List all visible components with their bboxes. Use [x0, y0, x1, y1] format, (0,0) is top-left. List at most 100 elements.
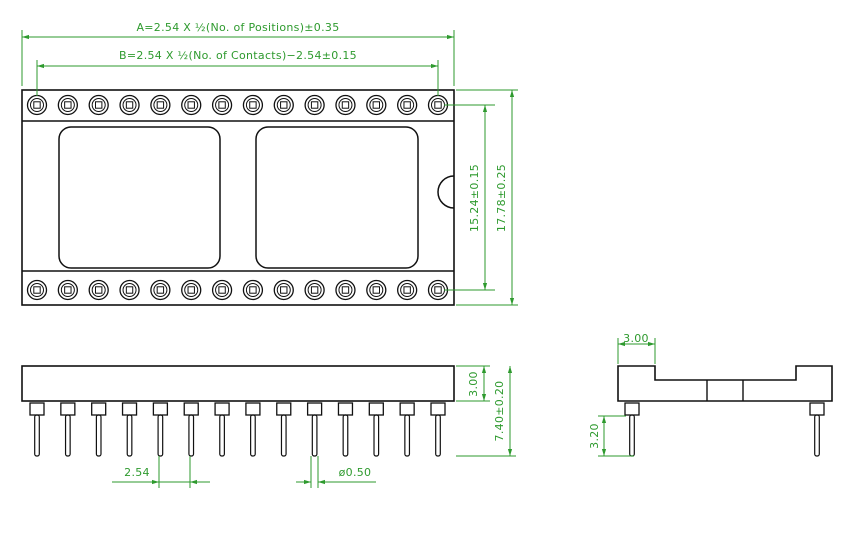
bottom-contact — [273, 279, 294, 301]
dimension-a: A=2.54 X ½(No. of Positions)±0.35 — [21, 21, 455, 86]
bottom-contact — [335, 279, 356, 301]
contact-outer-ring — [211, 94, 233, 116]
contact-square — [33, 101, 41, 109]
side-pin-row — [29, 402, 446, 457]
top-pin-row — [26, 94, 449, 116]
contact-square — [125, 286, 134, 294]
contact-square — [64, 101, 72, 109]
pin-tail — [311, 414, 318, 457]
contact-outer-ring — [366, 279, 387, 301]
bottom-contact — [397, 279, 418, 301]
contact-outer-ring — [335, 279, 356, 301]
contact-inner-ring — [91, 98, 106, 112]
contact-square — [218, 101, 226, 109]
contact-square — [341, 286, 350, 294]
contact-square — [218, 286, 226, 294]
contact-square — [33, 286, 41, 294]
dimension-body-width: 17.78±0.25 — [456, 89, 518, 306]
contact-outer-ring — [366, 94, 387, 116]
contact-square — [372, 286, 381, 294]
dimension-row-spacing: 15.24±0.15 — [444, 104, 495, 291]
orientation-notch — [437, 175, 455, 209]
contact-square — [434, 101, 442, 109]
contact-inner-ring — [431, 283, 445, 297]
pin-shoulder — [399, 402, 415, 416]
side-pin — [399, 402, 415, 457]
contact-outer-ring — [181, 94, 202, 116]
side-pin — [245, 402, 261, 457]
contact-inner-ring — [307, 98, 322, 112]
side-pin — [368, 402, 384, 457]
top-view — [21, 89, 455, 306]
bottom-contact — [211, 279, 233, 301]
top-contact — [304, 94, 325, 116]
total-height-label: 7.40±0.20 — [493, 381, 506, 442]
side-pin — [121, 402, 138, 457]
pin-tail — [126, 414, 133, 457]
pin-shoulder — [121, 402, 138, 416]
pin-shoulder — [91, 402, 107, 416]
pitch-label: 2.54 — [124, 466, 150, 479]
contact-square — [280, 101, 288, 109]
contact-inner-ring — [369, 98, 384, 112]
pin-tail — [342, 414, 349, 457]
bottom-contact — [150, 279, 171, 301]
dimension-pin-length: 3.20 — [588, 415, 634, 457]
contact-outer-ring — [150, 94, 171, 116]
pin-tail — [219, 414, 225, 457]
pin-tail — [629, 414, 635, 457]
top-contact — [57, 94, 78, 116]
pin-tail — [435, 414, 441, 457]
pin-shoulder — [60, 402, 76, 416]
end-height-label: 3.00 — [623, 332, 649, 345]
contact-outer-ring — [119, 279, 140, 301]
contact-outer-ring — [119, 94, 140, 116]
side-pin — [214, 402, 230, 457]
body-height-label: 3.00 — [467, 371, 480, 397]
contact-inner-ring — [431, 98, 445, 112]
contact-inner-ring — [215, 283, 230, 297]
pin-shoulder — [337, 402, 354, 416]
bottom-contact — [304, 279, 325, 301]
row-spacing-label: 15.24±0.15 — [468, 164, 481, 232]
contact-outer-ring — [26, 279, 48, 301]
contact-inner-ring — [122, 283, 137, 297]
contact-inner-ring — [215, 98, 230, 112]
dimension-b-label: B=2.54 X ½(No. of Contacts)−2.54±0.15 — [119, 49, 357, 62]
contact-square — [187, 101, 195, 109]
dimension-total-height: 7.40±0.20 — [456, 366, 516, 457]
contact-outer-ring — [397, 94, 418, 116]
contact-outer-ring — [304, 94, 325, 116]
contact-square — [249, 101, 257, 109]
contact-outer-ring — [273, 94, 294, 116]
contact-inner-ring — [307, 283, 322, 297]
dimension-end-height: 3.00 — [617, 332, 656, 364]
pin-shoulder — [214, 402, 230, 416]
top-contact — [397, 94, 418, 116]
contact-inner-ring — [60, 283, 75, 297]
contact-outer-ring — [242, 279, 264, 301]
contact-square — [403, 286, 411, 294]
end-pins — [624, 402, 825, 457]
bottom-contact — [119, 279, 140, 301]
contact-inner-ring — [153, 98, 168, 112]
contact-outer-ring — [181, 279, 202, 301]
contact-inner-ring — [338, 98, 353, 112]
contact-outer-ring — [304, 279, 325, 301]
contact-square — [372, 101, 381, 109]
end-pin — [809, 402, 825, 457]
contact-inner-ring — [369, 283, 384, 297]
contact-inner-ring — [30, 98, 44, 112]
right-window — [255, 126, 419, 269]
contact-inner-ring — [276, 283, 291, 297]
top-contact — [26, 94, 48, 116]
contact-square — [310, 101, 319, 109]
contact-square — [434, 286, 442, 294]
contact-inner-ring — [122, 98, 137, 112]
contact-square — [249, 286, 257, 294]
end-view — [617, 365, 833, 457]
contact-square — [280, 286, 288, 294]
side-pin — [430, 402, 446, 457]
side-pin — [306, 402, 323, 457]
dimension-b: B=2.54 X ½(No. of Contacts)−2.54±0.15 — [36, 49, 439, 96]
